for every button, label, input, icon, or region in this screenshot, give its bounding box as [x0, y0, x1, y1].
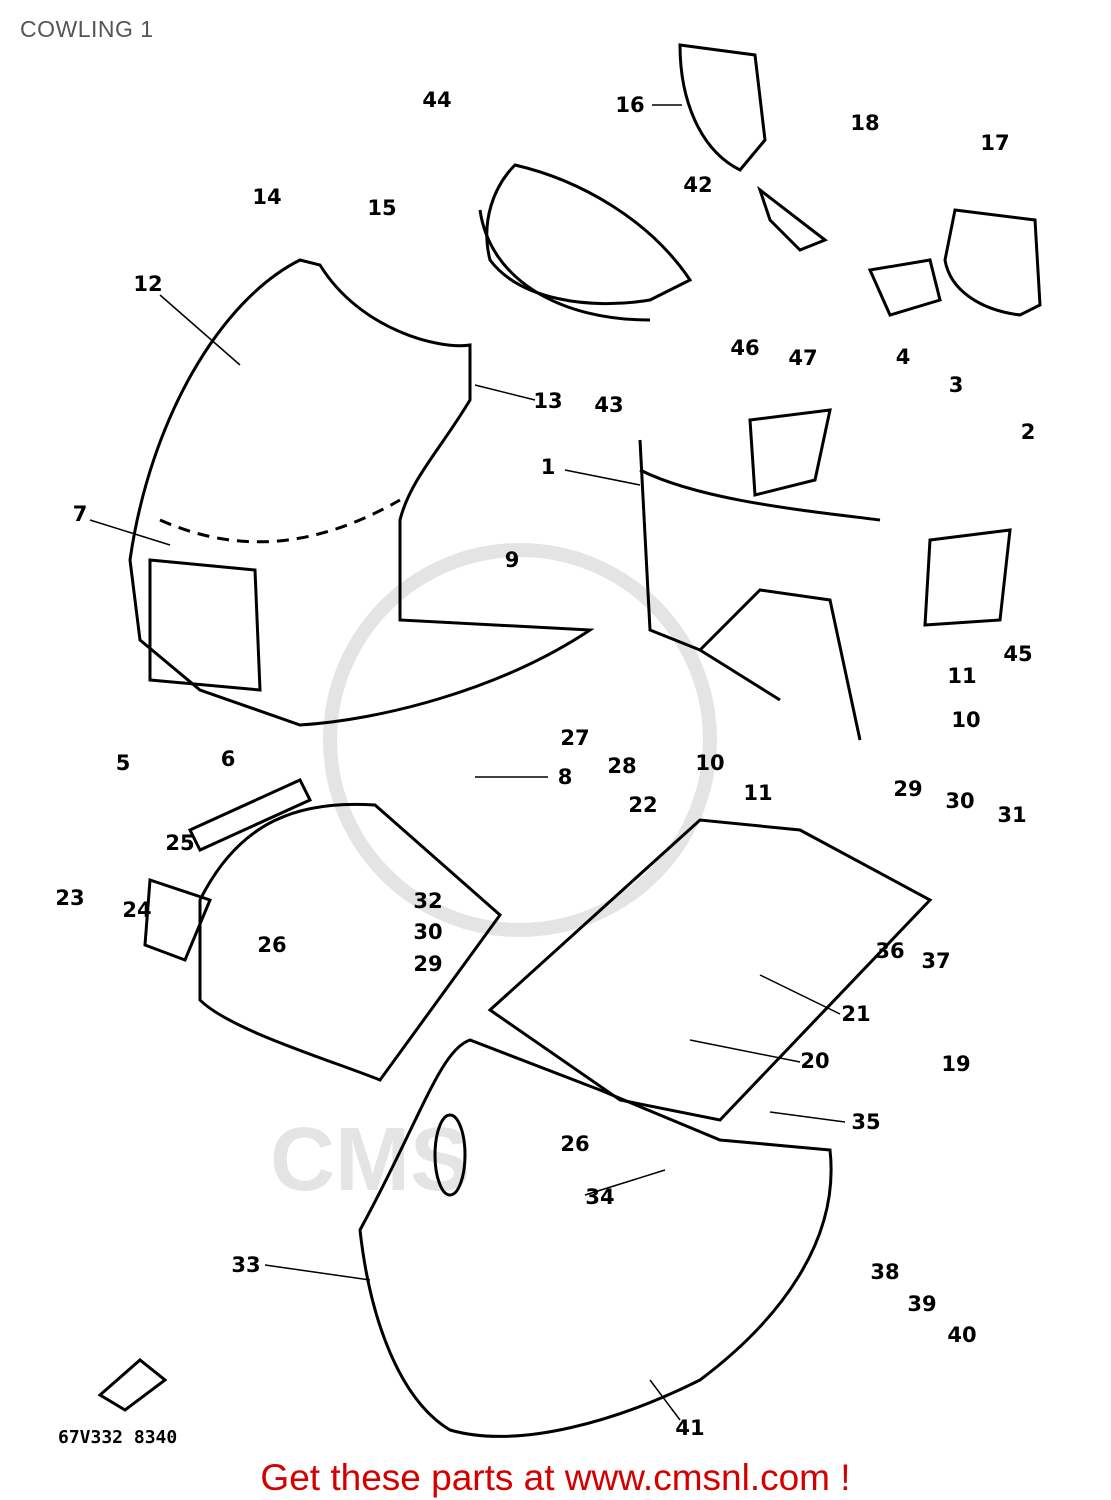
part-label: 15: [367, 196, 397, 220]
part-label: 10: [695, 751, 725, 775]
part-label: 10: [951, 708, 981, 732]
upper-cowling: [128, 258, 595, 727]
part-label: 37: [921, 949, 951, 973]
part-label: 30: [413, 920, 443, 944]
right-mirror: [943, 208, 1042, 317]
part-label: 41: [675, 1416, 705, 1440]
part-label: 39: [907, 1292, 937, 1316]
front-arrow-icon: [97, 1358, 168, 1412]
windscreen: [485, 163, 693, 306]
part-label: 30: [945, 789, 975, 813]
part-label: 38: [870, 1260, 900, 1284]
part-label: 26: [560, 1132, 590, 1156]
part-label: 29: [893, 777, 923, 801]
part-label: 40: [947, 1323, 977, 1347]
part-label: 44: [422, 88, 452, 112]
part-label: 33: [231, 1253, 261, 1277]
part-label: 46: [730, 336, 760, 360]
part-label: 24: [122, 898, 152, 922]
diagram-code: 67V332 8340: [58, 1427, 178, 1448]
part-label: 2: [1020, 420, 1036, 444]
part-label: 31: [997, 803, 1027, 827]
cowling-stay: [638, 439, 881, 741]
lower-cowling: [358, 1038, 833, 1438]
left-mirror: [678, 43, 767, 172]
part-label: 43: [594, 393, 624, 417]
diagram-title: COWLING 1: [20, 16, 154, 42]
part-label: 17: [980, 131, 1010, 155]
part-label: 1: [540, 455, 556, 479]
part-label: 34: [585, 1185, 615, 1209]
part-label: 7: [72, 502, 88, 526]
part-label: 3: [948, 373, 964, 397]
right-mirror-stay: [867, 258, 942, 317]
decals: [143, 778, 313, 962]
part-label: 25: [165, 831, 195, 855]
bracket: [748, 408, 832, 497]
part-label: 45: [1003, 642, 1033, 666]
side-panel: [487, 818, 933, 1122]
part-label: 11: [947, 664, 977, 688]
headlight-opening: [148, 558, 262, 692]
part-label: 32: [413, 889, 443, 913]
part-label: 13: [533, 389, 563, 413]
part-label: 12: [133, 272, 163, 296]
part-label: 20: [800, 1049, 830, 1073]
part-label: 28: [607, 754, 637, 778]
part-label: 18: [850, 111, 880, 135]
part-label: 29: [413, 952, 443, 976]
cowling-line: [159, 498, 401, 544]
part-label: 22: [628, 793, 658, 817]
watermark-ring: [323, 543, 717, 937]
cover-45: [923, 528, 1012, 627]
leader-lines: [89, 104, 846, 1421]
part-label: 35: [851, 1110, 881, 1134]
part-label: 5: [115, 751, 131, 775]
lower-cowling-hole: [433, 1113, 467, 1197]
part-label: 36: [875, 939, 905, 963]
part-label: 21: [841, 1002, 871, 1026]
part-label: 6: [220, 747, 236, 771]
part-label: 26: [257, 933, 287, 957]
part-label: 27: [560, 726, 590, 750]
part-label: 8: [557, 765, 573, 789]
watermark: CMS: [270, 1110, 470, 1210]
part-label: 23: [55, 886, 85, 910]
part-label: 14: [252, 185, 282, 209]
footer-link[interactable]: Get these parts at www.cmsnl.com !: [260, 1457, 851, 1498]
part-label: 4: [895, 345, 911, 369]
part-label: 9: [504, 548, 520, 572]
part-label: 16: [615, 93, 645, 117]
windscreen-trim: [478, 209, 651, 322]
part-label: 19: [941, 1052, 971, 1076]
left-mirror-stay: [757, 185, 829, 252]
part-label: 47: [788, 346, 818, 370]
inner-panel: [198, 802, 503, 1082]
part-label: 11: [743, 781, 773, 805]
part-label: 42: [683, 173, 713, 197]
